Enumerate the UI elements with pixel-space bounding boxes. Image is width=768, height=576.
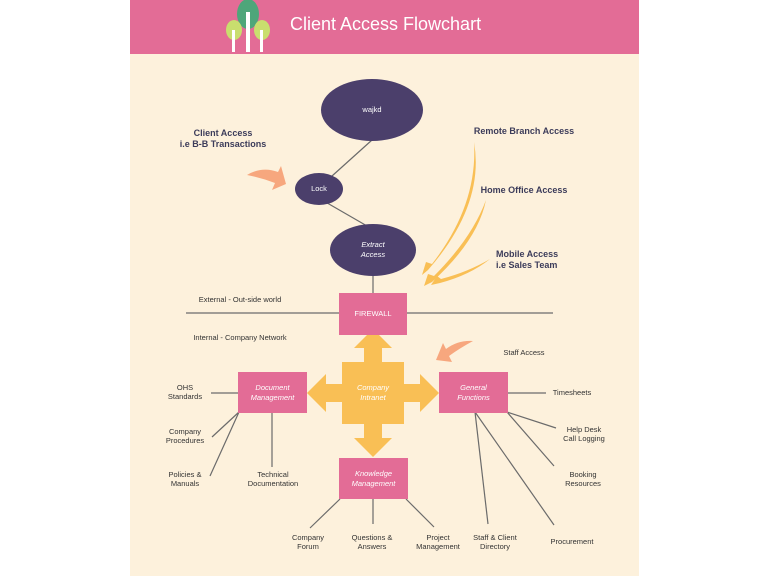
yellow-arrow — [424, 200, 486, 286]
top-node-label: wajkd — [362, 105, 382, 115]
connector — [506, 411, 555, 467]
policies-label: Policies & Manuals — [168, 470, 202, 489]
extract-access-node — [330, 224, 416, 276]
procedures-label: Company Procedures — [165, 427, 205, 446]
forum-label: Company Forum — [291, 533, 325, 552]
hub-arrow-left — [307, 374, 343, 412]
curved-arrow-icon — [247, 166, 286, 190]
ohs-label: OHS Standards — [167, 383, 203, 402]
general-functions-box — [439, 372, 508, 413]
firewall-label: FIREWALL — [354, 309, 392, 319]
intranet-hub — [342, 362, 404, 424]
header-bar — [130, 0, 639, 54]
mobile-access-label: Mobile Access i.e Sales Team — [496, 249, 559, 271]
lock-node — [295, 173, 343, 205]
intranet-label: Company Intranet — [356, 383, 390, 402]
questions-label: Questions & Answers — [351, 533, 393, 552]
curved-arrow-icon — [436, 340, 473, 362]
help-desk-label: Help Desk Call Logging — [563, 425, 605, 444]
connector — [474, 411, 489, 525]
external-label: External - Out-side world — [198, 295, 282, 304]
knowledge-management-label: Knowledge Management — [351, 468, 396, 488]
client-access-label: Client Access i.e B-B Transactions — [179, 128, 267, 150]
extract-access-label: Extract Access — [360, 240, 386, 259]
knowledge-management-box — [339, 458, 408, 499]
hub-arrow-up — [354, 329, 392, 363]
connector — [209, 411, 240, 477]
lock-node-label: Lock — [311, 184, 327, 194]
page-title: Client Access Flowchart — [290, 14, 482, 34]
procurement-label: Procurement — [550, 537, 594, 546]
connector — [211, 411, 240, 438]
top-node — [321, 79, 423, 141]
hub-arrow-right — [404, 374, 439, 412]
yellow-arrow — [431, 259, 490, 285]
tree-logo-icon — [226, 0, 270, 52]
yellow-arrow — [422, 142, 476, 275]
firewall-box — [339, 293, 407, 335]
connector — [405, 498, 435, 528]
remote-branch-label: Remote Branch Access — [473, 126, 575, 136]
hub-arrow-down — [354, 423, 392, 457]
booking-label: Booking Resources — [565, 470, 601, 489]
internal-label: Internal - Company Network — [193, 333, 287, 342]
staff-access-label: Staff Access — [503, 348, 545, 357]
document-management-box — [238, 372, 307, 413]
project-label: Project Management — [416, 533, 460, 552]
document-management-label: Document Management — [250, 382, 295, 402]
connector — [506, 411, 557, 429]
home-office-label: Home Office Access — [480, 185, 568, 195]
connector — [474, 411, 555, 526]
connector — [309, 498, 341, 529]
tech-doc-label: Technical Documentation — [247, 470, 299, 489]
general-functions-label: General Functions — [457, 382, 490, 402]
staff-directory-label: Staff & Client Directory — [473, 533, 517, 552]
timesheets-label: Timesheets — [552, 388, 592, 397]
